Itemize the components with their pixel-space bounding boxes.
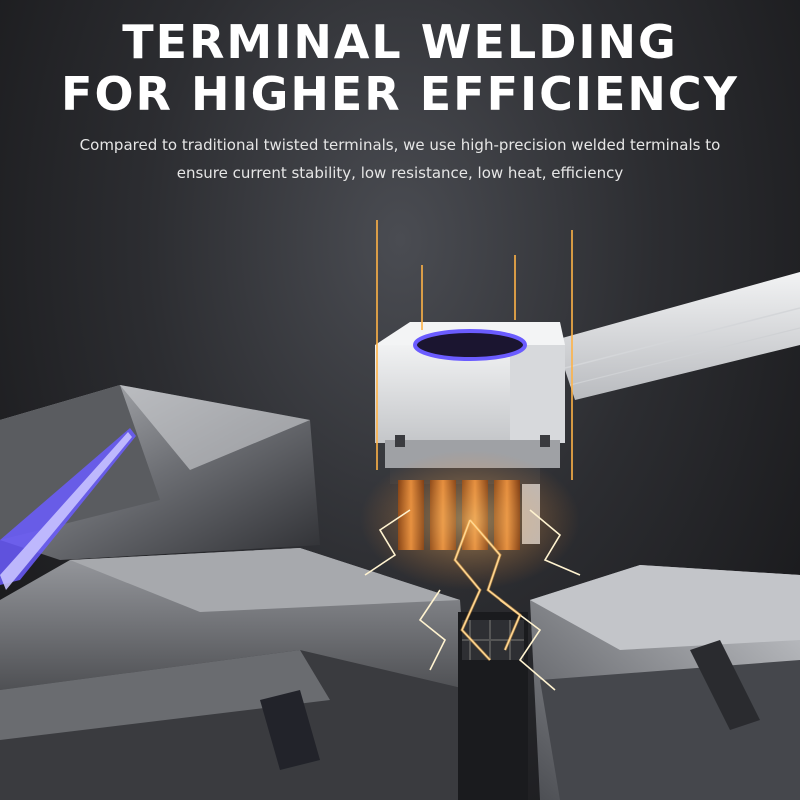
subtitle-line-2: ensure current stability, low resistance… [176, 164, 624, 182]
sparks-effect [364, 509, 581, 691]
headline-line-1: TERMINAL WELDING [122, 15, 678, 69]
right-electrode-block [530, 565, 800, 800]
left-upper-electrode-block [0, 385, 320, 560]
vertical-spark-streaks [376, 220, 573, 480]
white-braided-cable [555, 272, 800, 400]
purple-ring-opening [413, 329, 527, 361]
sparks-glow [453, 519, 522, 662]
headline-line-2: FOR HIGHER EFFICIENCY [61, 67, 739, 121]
connector-housing [375, 322, 565, 468]
left-lower-electrode-block [0, 548, 470, 800]
subtitle-line-1: Compared to traditional twisted terminal… [79, 136, 721, 154]
purple-light-beam [0, 428, 136, 590]
terminal-contact-block [458, 612, 528, 800]
